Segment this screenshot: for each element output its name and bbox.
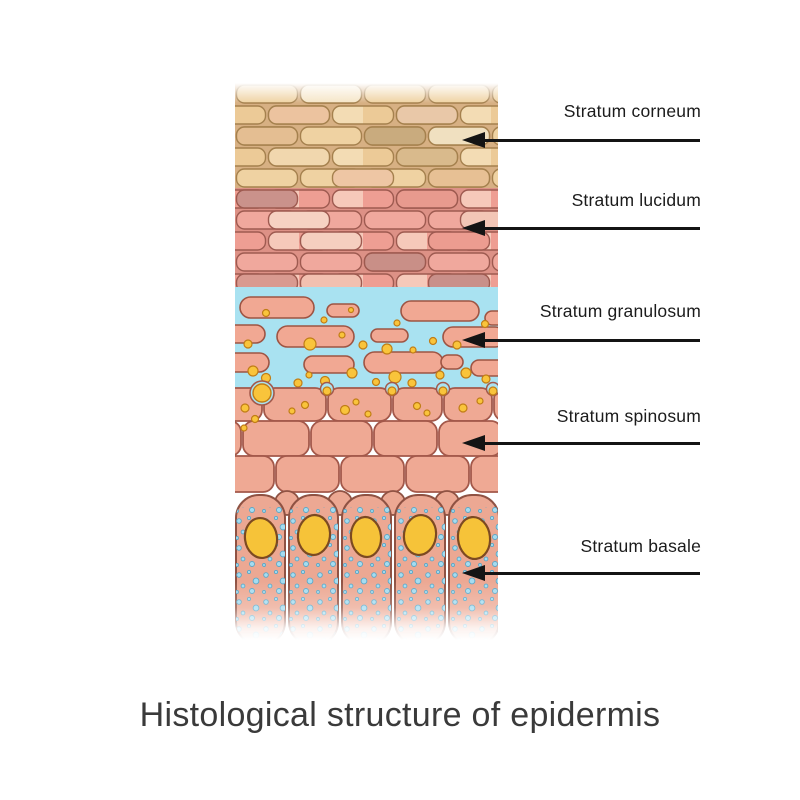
arrow-stratum-corneum [485,138,700,142]
arrow-stratum-lucidum [485,226,700,230]
layer-label-stratum-basale: Stratum basale [580,536,701,556]
layer-graphic-stratum-lucidum [235,188,498,293]
layer-label-stratum-lucidum: Stratum lucidum [571,190,701,210]
arrow-stratum-basale [485,571,700,575]
bottom-fade [235,581,498,640]
layer-graphic-stratum-spinosum [235,380,498,493]
top-fade [235,83,498,103]
arrow-stratum-spinosum [485,441,700,445]
layer-label-stratum-spinosum: Stratum spinosum [556,406,701,426]
layer-graphic-stratum-granulosum [235,287,498,395]
arrow-stratum-granulosum [485,338,700,342]
figure-title: Histological structure of epidermis [139,696,661,734]
layer-label-stratum-granulosum: Stratum granulosum [539,301,701,321]
epidermis-diagram [235,83,498,640]
layer-label-stratum-corneum: Stratum corneum [563,101,701,121]
